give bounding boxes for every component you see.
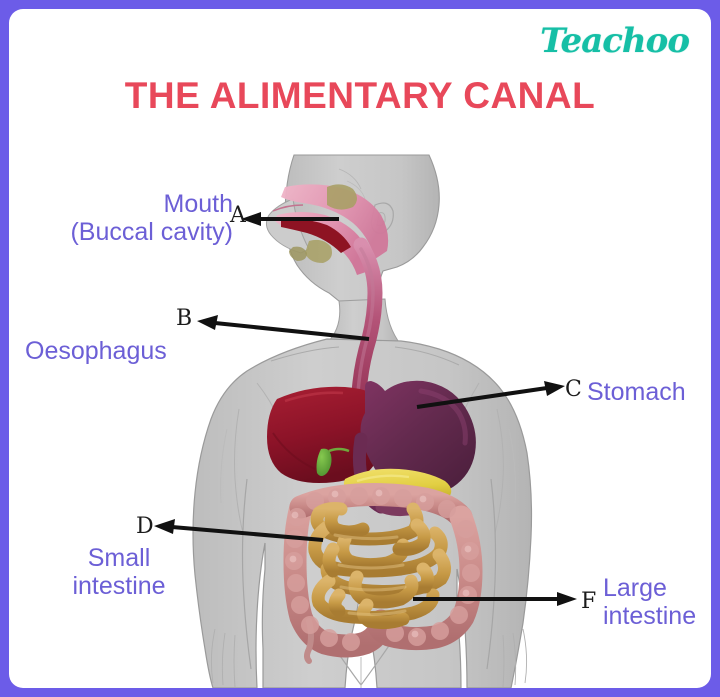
label-letter-c: C [565,377,582,402]
label-letter-d: D [136,514,154,539]
label-stomach: Stomach [587,378,686,406]
label-letter-a: A [230,203,246,228]
label-letter-f: F [581,589,597,614]
small-intestine-highlights [333,533,407,617]
label-oesophagus: Oesophagus [25,337,167,365]
organ-mouth-buccal-cavity [272,184,389,275]
alimentary-canal-illustration [154,154,577,688]
teachoo-logo: Teachoo [540,21,690,61]
organ-large-intestine [283,483,483,664]
label-large-intestine: Large intestine [603,574,697,630]
label-letter-b: B [176,306,193,331]
organ-small-intestine [308,502,451,630]
label-mouth-buccal-cavity: Mouth (Buccal cavity) [70,190,233,246]
organ-salivary-gland-lower [305,239,332,263]
diagram-card: Teachoo THE ALIMENTARY CANAL [9,9,711,688]
page-title: THE ALIMENTARY CANAL [124,75,596,116]
label-small-intestine: Small intestine [72,544,166,600]
leader-arrows [154,212,577,606]
organ-gallbladder [316,447,350,476]
organ-salivary-gland-upper [327,184,357,210]
